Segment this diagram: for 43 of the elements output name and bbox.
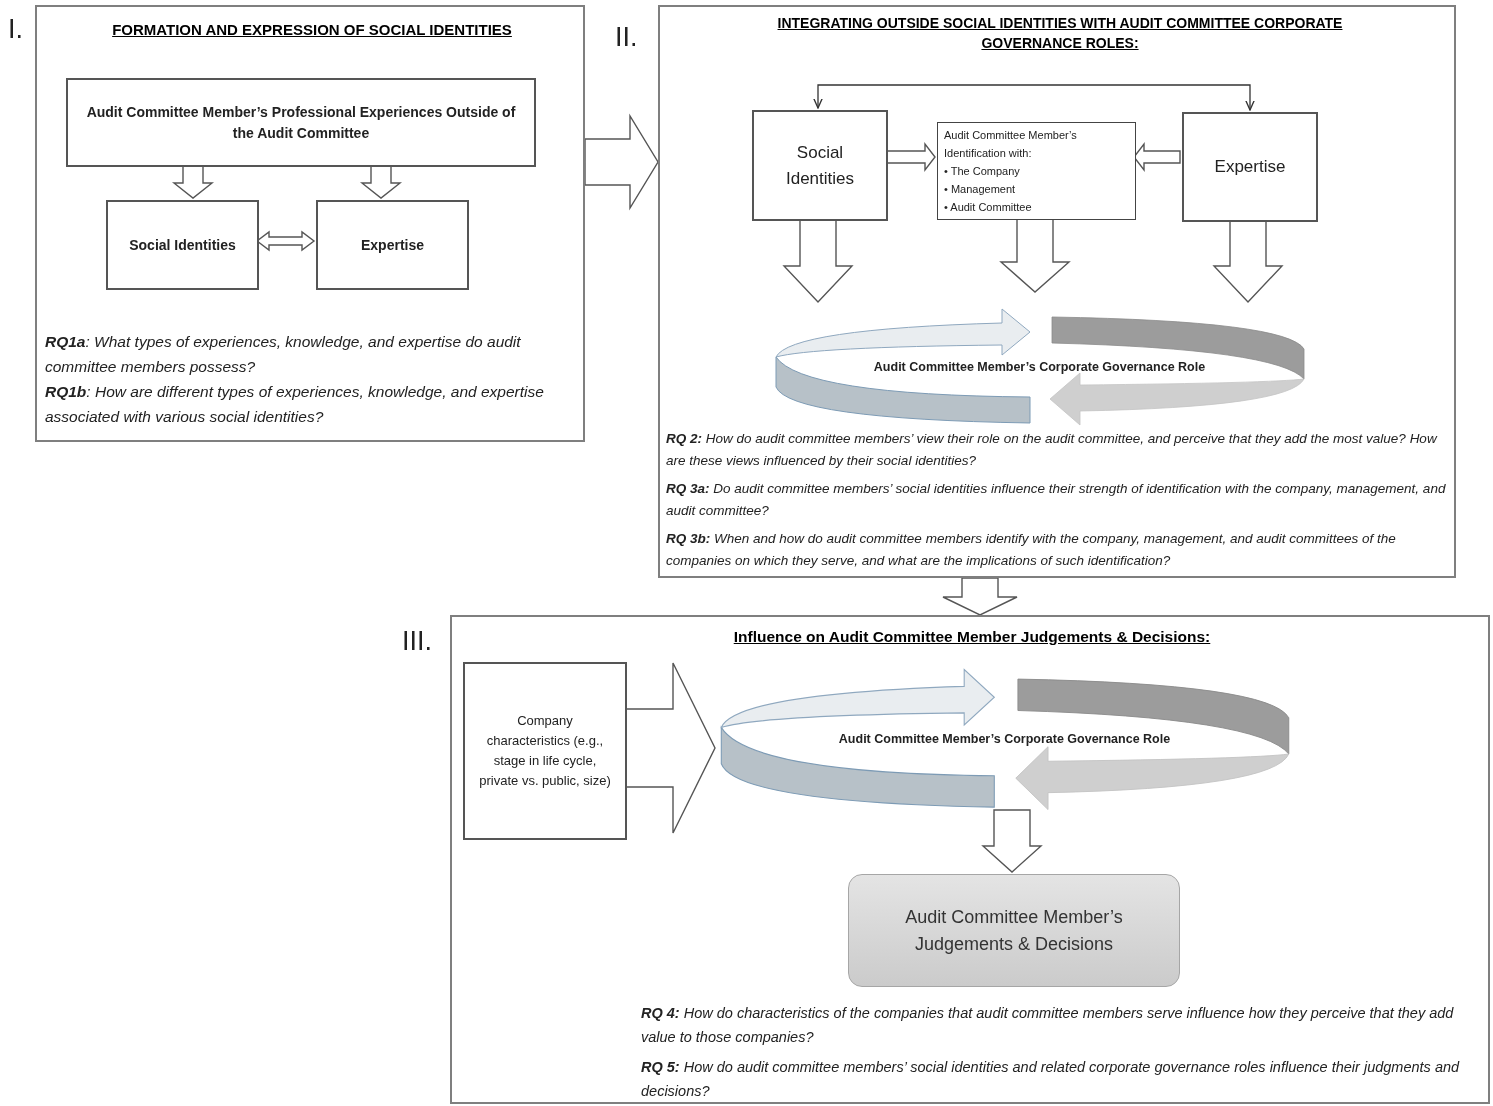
block-arrow [1212,219,1284,303]
block-arrow [360,164,402,199]
identification-box [937,122,1136,220]
block-arrow [981,809,1043,873]
research-question: RQ 5: How do audit committee members’ social identities and related corporate governance roles influence their judgments and decisions? [641,1058,1461,1101]
process-box: Company characteristics (e.g., stage in life cycle, private vs. public, size) [463,662,627,840]
research-question: RQ 2: How do audit committee members’ view their role on the audit committee, and perceive that they add the most value? How are these views influenced by their social identities? [666,430,1439,470]
section-heading: Influence on Audit Committee Member Judgements & Decisions: [733,627,1211,647]
bullet-item: • Management [944,182,1017,197]
section-number: III. [402,626,432,656]
process-box: Social Identities [752,110,888,221]
process-box: Expertise [316,200,469,290]
panel-frame [35,5,585,442]
section-heading: INTEGRATING OUTSIDE SOCIAL IDENTITIES WITH AUDIT COMMITTEE CORPORATE GOVERNANCE ROLES: [776,14,1344,53]
panel-frame [450,615,1490,1104]
process-box: Audit Committee Member’s Professional Experiences Outside of the Audit Committee [66,78,536,167]
block-arrow [624,662,716,834]
result-box [848,874,1180,987]
research-question: RQ 3b: When and how do audit committee members identify with the company, management, and audit committees of the companies on which they serve, and what are the implications of such identification? [666,530,1397,570]
research-question: RQ1a: What types of experiences, knowledge, and expertise do audit committee members possess? [45,332,522,377]
section-number: I. [8,14,23,44]
block-arrow [999,217,1071,293]
block-arrow [1133,141,1181,173]
process-box: Social Identities [106,200,259,290]
box-heading: Audit Committee Member’s Identification with: [944,128,1078,161]
cycle-label: Audit Committee Member’s Corporate Governance Role [838,731,1171,749]
research-question: RQ 4: How do characteristics of the companies that audit committee members serve influence how they perceive that they add value to those companies? [641,1004,1455,1047]
block-arrow [584,113,659,211]
block-arrow [942,577,1018,616]
panel-frame [658,5,1456,578]
connector-line [813,84,1255,111]
bullet-item: • Audit Committee [944,200,1033,215]
box-label: Audit Committee Member’s Judgements & Decisions [904,905,1124,956]
research-question: RQ 3a: Do audit committee members’ social identities influence their strength of identification with the company, management, and audit committee? [666,480,1447,520]
section-heading: FORMATION AND EXPRESSION OF SOCIAL IDENTITIES [112,20,512,40]
research-question: RQ1b: How are different types of experiences, knowledge, and expertise associated with various social identities? [45,382,545,427]
bullet-item: • The Company [944,164,1021,179]
process-box: Expertise [1182,112,1318,222]
block-arrow [885,141,936,173]
block-arrow [782,218,854,303]
block-arrow [172,164,214,199]
section-number: II. [615,22,638,52]
cycle-label: Audit Committee Member’s Corporate Governance Role [873,358,1206,376]
